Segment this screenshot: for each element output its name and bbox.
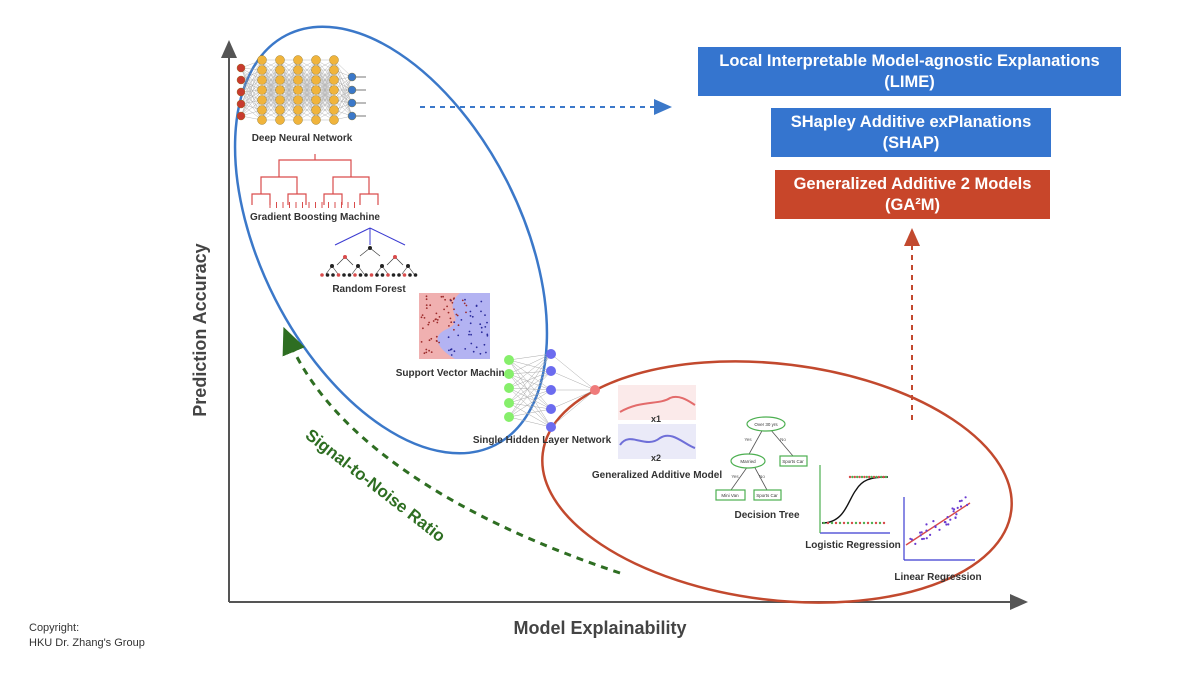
- rf-label: Random Forest: [332, 284, 406, 295]
- lime-acronym: (LIME): [884, 72, 935, 91]
- snr-arrow: [282, 326, 621, 575]
- dt-label: Decision Tree: [734, 510, 799, 521]
- gbm-tree-icon: [251, 154, 379, 208]
- svm-label: Support Vector Machine: [396, 368, 511, 379]
- gam-label: Generalized Additive Model: [592, 470, 722, 481]
- interpretable-models-ellipse: [541, 360, 1013, 604]
- gam-icon: [618, 385, 696, 459]
- copyright-note: Copyright: HKU Dr. Zhang's Group: [29, 621, 145, 651]
- dnn-icon: [236, 55, 366, 125]
- x-axis-label: Model Explainability: [513, 618, 686, 638]
- linreg-label: Linear Regression: [894, 572, 981, 583]
- lime-title: Local Interpretable Model-agnostic Expla…: [719, 51, 1100, 70]
- tree-yes-1: Yes: [744, 437, 752, 442]
- shap-title: SHapley Additive exPlanations: [790, 112, 1032, 131]
- gbm-label: Gradient Boosting Machine: [250, 212, 380, 223]
- tree-no-1: No: [780, 437, 786, 442]
- tree-leaf-minivan: Mini Van: [721, 493, 739, 498]
- tree-root-label: Over 30 yrs: [754, 422, 778, 427]
- svm-icon: [419, 293, 490, 359]
- logistic-regression-icon: [819, 465, 890, 534]
- logreg-label: Logistic Regression: [805, 540, 901, 551]
- tree-leaf-sports-bottom: Sports Car: [756, 493, 778, 498]
- ga2m-box: Generalized Additive 2 Models (GA²M): [775, 170, 1050, 219]
- copyright-line1: Copyright:: [29, 622, 80, 634]
- complex-models-ellipse: [233, 25, 549, 455]
- tree-no-2: No: [759, 474, 765, 479]
- linear-regression-icon: [903, 496, 975, 561]
- lime-box: Local Interpretable Model-agnostic Expla…: [698, 47, 1121, 96]
- shap-acronym: (SHAP): [882, 133, 940, 152]
- ga2m-title: Generalized Additive 2 Models: [793, 174, 1032, 193]
- copyright-line2: HKU Dr. Zhang's Group: [29, 637, 145, 649]
- shln-label: Single Hidden Layer Network: [473, 435, 612, 446]
- dnn-label: Deep Neural Network: [252, 133, 353, 144]
- tree-yes-2: Yes: [731, 474, 739, 479]
- gam-x2-label: x2: [651, 453, 661, 463]
- ga2m-acronym: (GA²M): [885, 195, 940, 214]
- tree-node-label: Married: [740, 459, 756, 464]
- shap-box: SHapley Additive exPlanations (SHAP): [771, 108, 1051, 157]
- gam-x1-label: x1: [651, 414, 661, 424]
- shln-icon: [504, 349, 600, 432]
- y-axis-label: Prediction Accuracy: [190, 243, 210, 416]
- random-forest-icon: [320, 227, 418, 277]
- tree-leaf-sports-right: Sports Car: [782, 459, 804, 464]
- decision-tree-icon: [715, 416, 808, 501]
